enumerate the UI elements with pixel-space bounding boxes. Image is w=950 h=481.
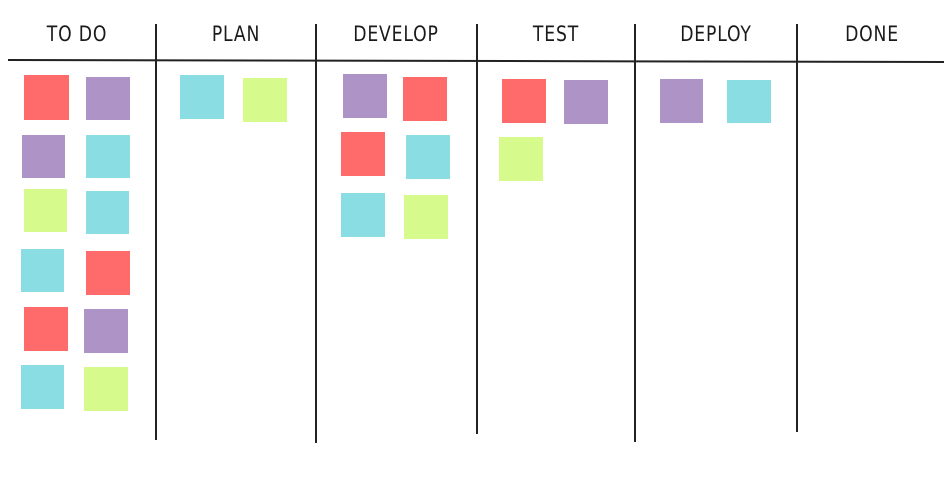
column-divider xyxy=(634,24,636,442)
column-header-develop: DEVELOP xyxy=(353,22,439,46)
column-divider xyxy=(315,24,317,443)
column-header-deploy: DEPLOY xyxy=(680,22,752,46)
sticky-note-plan[interactable] xyxy=(180,75,224,119)
sticky-note-to-do[interactable] xyxy=(24,75,69,120)
sticky-note-to-do[interactable] xyxy=(84,309,128,353)
column-header-plan: PLAN xyxy=(211,22,261,46)
sticky-note-test[interactable] xyxy=(564,80,608,124)
sticky-note-test[interactable] xyxy=(499,137,543,181)
sticky-note-develop[interactable] xyxy=(404,195,448,239)
sticky-note-develop[interactable] xyxy=(341,193,385,237)
column-header-test: TEST xyxy=(532,22,580,46)
sticky-note-deploy[interactable] xyxy=(727,80,771,123)
sticky-note-test[interactable] xyxy=(502,79,546,123)
sticky-note-develop[interactable] xyxy=(403,77,447,121)
sticky-note-to-do[interactable] xyxy=(86,191,129,234)
sticky-note-develop[interactable] xyxy=(341,132,385,176)
sticky-note-to-do[interactable] xyxy=(21,249,64,292)
column-header-todo: TO DO xyxy=(46,22,108,46)
sticky-note-plan[interactable] xyxy=(243,78,287,122)
sticky-note-to-do[interactable] xyxy=(84,367,128,411)
sticky-note-develop[interactable] xyxy=(343,74,387,118)
sticky-note-to-do[interactable] xyxy=(86,77,130,120)
column-divider xyxy=(476,24,478,434)
sticky-note-to-do[interactable] xyxy=(24,307,68,351)
sticky-note-to-do[interactable] xyxy=(86,135,130,178)
sticky-note-to-do[interactable] xyxy=(21,365,64,409)
sticky-note-deploy[interactable] xyxy=(660,79,703,123)
column-divider xyxy=(155,24,157,440)
sticky-note-to-do[interactable] xyxy=(22,135,65,178)
column-header-done: DONE xyxy=(845,22,899,46)
sticky-note-to-do[interactable] xyxy=(86,251,130,295)
sticky-note-develop[interactable] xyxy=(406,135,450,179)
sticky-note-to-do[interactable] xyxy=(24,189,67,232)
column-divider xyxy=(796,24,798,432)
